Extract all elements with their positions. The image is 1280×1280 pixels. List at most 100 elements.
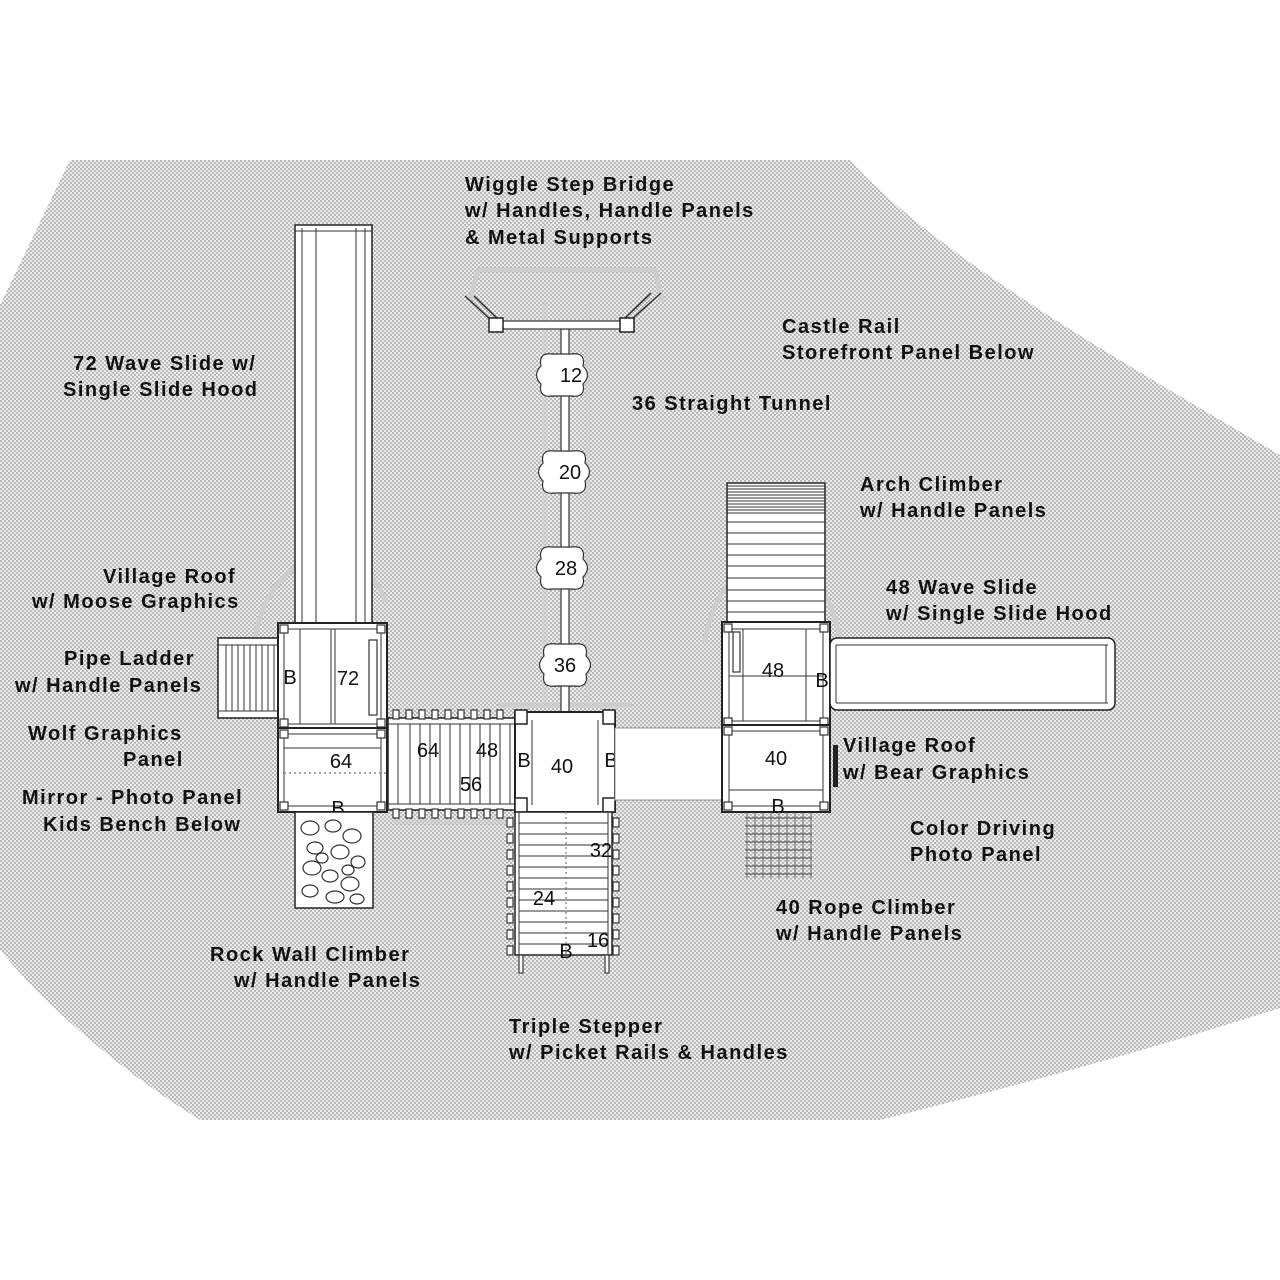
label-color-driving-line2: Photo Panel bbox=[910, 844, 1042, 866]
rock-hold bbox=[330, 844, 350, 860]
rock-hold bbox=[321, 869, 339, 883]
tower-marker: B bbox=[517, 750, 530, 772]
label-wolf-panel-line1: Wolf Graphics bbox=[28, 723, 183, 745]
step-height: 32 bbox=[590, 840, 612, 862]
deck-marker: B bbox=[815, 670, 828, 692]
bridge-picket bbox=[405, 808, 413, 819]
handle-panel bbox=[368, 639, 378, 716]
bridge-picket bbox=[405, 709, 413, 720]
rock-hold bbox=[306, 841, 324, 855]
corner-post bbox=[819, 726, 829, 736]
label-wave-slide-48-line1: 48 Wave Slide bbox=[886, 577, 1038, 599]
rock-wall-climber bbox=[294, 811, 374, 909]
left-upper-deck: B 72 bbox=[277, 622, 388, 731]
label-wiggle-bridge-line3: & Metal Supports bbox=[465, 227, 653, 249]
corner-post bbox=[376, 729, 386, 739]
stepper-leg bbox=[604, 954, 610, 974]
tunnel-section bbox=[535, 546, 589, 590]
stepper-picket bbox=[506, 897, 514, 908]
bridge-picket bbox=[392, 709, 400, 720]
bridge-picket bbox=[496, 808, 504, 819]
corner-post bbox=[819, 623, 829, 633]
metal-support bbox=[622, 292, 652, 321]
stepper-picket bbox=[506, 945, 514, 956]
label-castle-rail-line1: Castle Rail bbox=[782, 316, 901, 338]
label-straight-tunnel: 36 Straight Tunnel bbox=[632, 393, 832, 415]
bridge-height: 48 bbox=[476, 740, 498, 762]
stepper-picket bbox=[506, 865, 514, 876]
tunnel-section bbox=[535, 353, 589, 397]
rock-hold bbox=[350, 855, 366, 869]
bridge-picket bbox=[444, 709, 452, 720]
label-castle-rail-line2: Storefront Panel Below bbox=[782, 342, 1035, 364]
wiggle-step-bridge bbox=[464, 292, 662, 333]
corner-post bbox=[723, 623, 733, 633]
bridge-picket bbox=[418, 808, 426, 819]
wave-slide-48 bbox=[829, 637, 1116, 711]
rock-hold bbox=[302, 860, 322, 876]
bridge-picket bbox=[457, 709, 465, 720]
label-rock-wall-line2: w/ Handle Panels bbox=[233, 970, 421, 992]
label-color-driving-line1: Color Driving bbox=[910, 818, 1056, 840]
corner-post bbox=[723, 726, 733, 736]
ladder-frame bbox=[217, 637, 281, 719]
corner-post bbox=[279, 624, 289, 634]
label-village-roof-bear-line1: Village Roof bbox=[843, 735, 976, 757]
bridge-picket bbox=[392, 808, 400, 819]
deck-height: 40 bbox=[765, 748, 787, 770]
deck-bridge: 64 48 56 bbox=[387, 709, 516, 819]
labels: Wiggle Step Bridge w/ Handles, Handle Pa… bbox=[14, 174, 1113, 1064]
connector-panel bbox=[614, 727, 723, 801]
corner-post bbox=[602, 709, 616, 725]
arch-climber bbox=[726, 482, 826, 623]
bridge-picket bbox=[483, 808, 491, 819]
tunnel-section bbox=[537, 450, 591, 494]
bridge-picket bbox=[431, 709, 439, 720]
wave-slide-72 bbox=[294, 224, 373, 626]
stepper-marker: B bbox=[559, 941, 572, 963]
rock-hold bbox=[342, 828, 362, 844]
bridge-picket bbox=[431, 808, 439, 819]
slide-bed bbox=[829, 637, 1116, 711]
tower-marker: B bbox=[604, 750, 617, 772]
tunnel-height: 28 bbox=[555, 558, 577, 580]
bridge-picket bbox=[444, 808, 452, 819]
corner-post bbox=[376, 718, 386, 728]
bridge-frame bbox=[387, 717, 516, 811]
bridge-slats bbox=[392, 709, 511, 819]
corner-post bbox=[279, 729, 289, 739]
label-mirror-panel-line1: Mirror - Photo Panel bbox=[22, 787, 243, 809]
stepper-picket bbox=[506, 881, 514, 892]
label-wave-slide-72-line2: Single Slide Hood bbox=[63, 379, 259, 401]
bridge-height: 64 bbox=[417, 740, 439, 762]
label-pipe-ladder-line1: Pipe Ladder bbox=[64, 648, 195, 670]
label-wolf-panel-line2: Panel bbox=[123, 749, 184, 771]
stepper-picket bbox=[506, 849, 514, 860]
stepper-slats bbox=[506, 817, 620, 956]
tunnel-height: 20 bbox=[559, 462, 581, 484]
step-height: 24 bbox=[533, 888, 555, 910]
deck-height: 64 bbox=[330, 751, 352, 773]
label-arch-climber-line1: Arch Climber bbox=[860, 474, 1004, 496]
bridge-height: 56 bbox=[460, 774, 482, 796]
slide-bed bbox=[294, 224, 373, 626]
stepper-frame bbox=[514, 811, 613, 956]
metal-support bbox=[464, 295, 492, 321]
handle-panel bbox=[732, 631, 741, 673]
center-tower: B 40 B bbox=[514, 709, 618, 813]
tunnel-section bbox=[538, 643, 592, 687]
left-lower-deck: 64 B bbox=[277, 727, 515, 820]
label-wave-slide-48-line2: w/ Single Slide Hood bbox=[885, 603, 1113, 625]
stepper-picket bbox=[506, 913, 514, 924]
bridge-picket bbox=[418, 709, 426, 720]
label-rope-climber-line2: w/ Handle Panels bbox=[775, 923, 963, 945]
rock-hold bbox=[349, 893, 365, 905]
rock-holds bbox=[300, 819, 366, 905]
bridge-picket bbox=[457, 808, 465, 819]
deck-height: 48 bbox=[762, 660, 784, 682]
bridge-picket bbox=[496, 709, 504, 720]
deck-frame bbox=[721, 724, 831, 813]
corner-post bbox=[514, 797, 528, 813]
rock-hold bbox=[340, 876, 360, 892]
step-height: 16 bbox=[587, 930, 609, 952]
